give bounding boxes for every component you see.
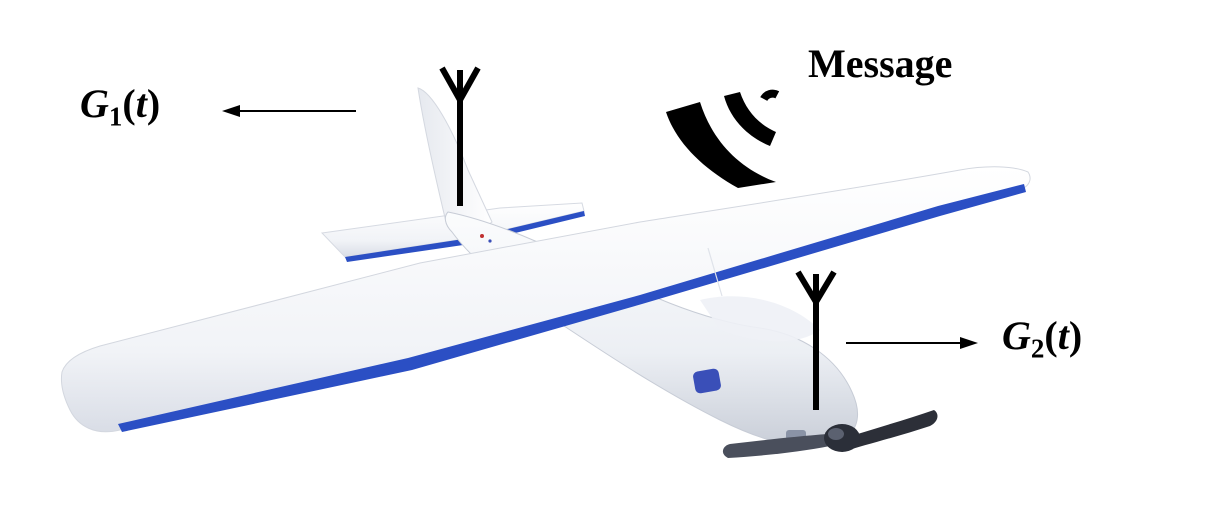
g1-label: G1(t) (80, 84, 160, 131)
g2-label: G2(t) (1002, 316, 1082, 363)
g2-time-variable: t (1057, 313, 1069, 358)
g1-symbol: G (80, 81, 109, 126)
antenna-icon (439, 66, 481, 206)
g2-symbol: G (1002, 313, 1031, 358)
g1-time-variable: t (135, 81, 147, 126)
g1-open-paren: ( (122, 81, 136, 126)
propeller (722, 410, 938, 458)
message-label: Message (808, 41, 953, 86)
g2-open-paren: ( (1044, 313, 1058, 358)
g1-arrow (222, 105, 356, 117)
wifi-signal-icon (666, 89, 780, 188)
uav-airframe (61, 87, 1031, 458)
g2-subscript: 2 (1030, 333, 1045, 364)
g1-subscript: 1 (108, 101, 123, 132)
main-wing (61, 166, 1031, 433)
antenna-icon (795, 270, 837, 410)
g1-close-paren: ) (146, 81, 161, 126)
g2-close-paren: ) (1068, 313, 1083, 358)
g2-arrow (846, 337, 978, 349)
